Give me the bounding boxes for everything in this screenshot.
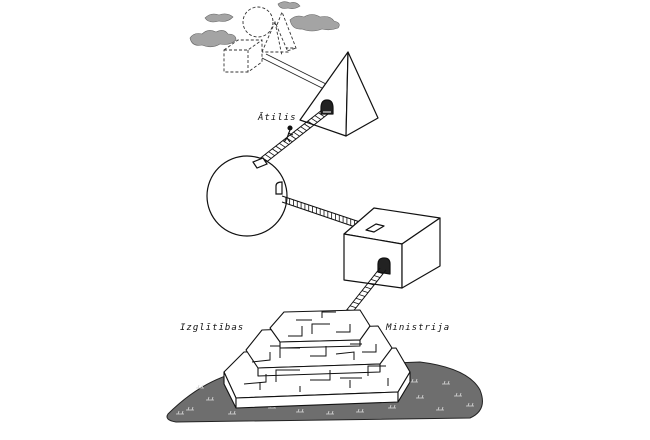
ladder-dream (261, 53, 335, 93)
ladder-rung (373, 275, 381, 278)
grass-tuft (388, 404, 396, 409)
ladder-rung (282, 140, 290, 145)
ladder-rung (311, 118, 318, 123)
sphere-side-door (275, 181, 283, 195)
climbing-figure (283, 125, 294, 143)
sphere (206, 155, 288, 237)
ladder-rung (289, 134, 297, 140)
maze-wall (311, 323, 330, 334)
maze-wall (251, 352, 271, 363)
ladder-rung (304, 123, 311, 129)
ladder-rung (293, 131, 300, 137)
grass-tuft (454, 392, 462, 397)
maze-wall (243, 374, 267, 385)
left-word: Izglītības (180, 323, 244, 333)
pyramid-side-face (345, 51, 379, 137)
grass-tuft (296, 408, 304, 413)
cube-top-door (365, 223, 385, 233)
dream-clouds (189, 1, 340, 48)
ladder-rung (264, 154, 272, 159)
ladder-rung (355, 297, 363, 301)
grass-tuft (436, 406, 444, 411)
ladder-rung (361, 290, 369, 294)
grass-tuft (356, 408, 364, 413)
cloud-top (204, 13, 234, 23)
ladder-rung (352, 301, 360, 305)
maze-wall (279, 347, 300, 358)
maze-wall (367, 365, 386, 376)
bridge-label: Ātilis (257, 112, 297, 123)
grass-tuft (410, 378, 418, 383)
cube-front-door (377, 257, 391, 275)
ladder-rung (279, 143, 286, 148)
ladder-rung (367, 282, 375, 286)
sphere-body (206, 155, 288, 237)
maze-wall (288, 326, 303, 337)
grass-tuft (442, 380, 450, 385)
ladder-bridge-1-rungs (261, 112, 325, 162)
ladder-rung (307, 120, 314, 126)
sphere-top-door (252, 157, 268, 169)
ladder-rung (272, 148, 279, 154)
maze-wall (321, 311, 336, 318)
grass-tuft (206, 396, 214, 401)
ladder-rung (364, 286, 372, 290)
grass-tuft (186, 406, 194, 411)
pyramid (299, 51, 379, 137)
cloud-small (277, 1, 301, 9)
grass-tuft (416, 394, 424, 399)
grass-tuft (326, 410, 334, 415)
maze-building (223, 309, 411, 409)
grass-tuft (228, 410, 236, 415)
cloud-right (289, 14, 340, 32)
ladder-rung (275, 145, 282, 151)
ladder-rung (358, 294, 366, 297)
ladder-rung (370, 278, 378, 282)
maze-wall (362, 344, 377, 353)
dream-shapes (223, 6, 297, 73)
ladder-rung (318, 112, 325, 118)
maze-wall (310, 370, 331, 381)
grass-tuft (196, 384, 204, 389)
maze-wall (335, 351, 355, 360)
ladder-rung (314, 115, 322, 120)
right-word: Ministrija (385, 323, 450, 333)
cube (343, 207, 441, 289)
cube-side-face (401, 217, 441, 289)
ladder-rung (300, 126, 307, 131)
ladder-rung (349, 305, 357, 309)
maze-walls (243, 311, 389, 392)
grass-tuft (176, 410, 184, 415)
grass-tuft (466, 402, 474, 407)
maze-top (269, 309, 371, 343)
ladder-rung (376, 271, 384, 275)
ladder-rung (296, 129, 304, 134)
ladder-bridge-2-rungs (285, 197, 363, 229)
dream-sphere (242, 6, 274, 38)
maze-wall (275, 369, 300, 382)
maze-wall (310, 346, 327, 357)
cloud-left (189, 30, 237, 48)
pyramid-front-face (299, 51, 349, 137)
pyramid-door (320, 99, 334, 115)
dream-cube (223, 39, 263, 73)
dream-pyramid (261, 20, 289, 57)
maze-wall (336, 324, 351, 333)
ladder-rung (268, 151, 275, 156)
